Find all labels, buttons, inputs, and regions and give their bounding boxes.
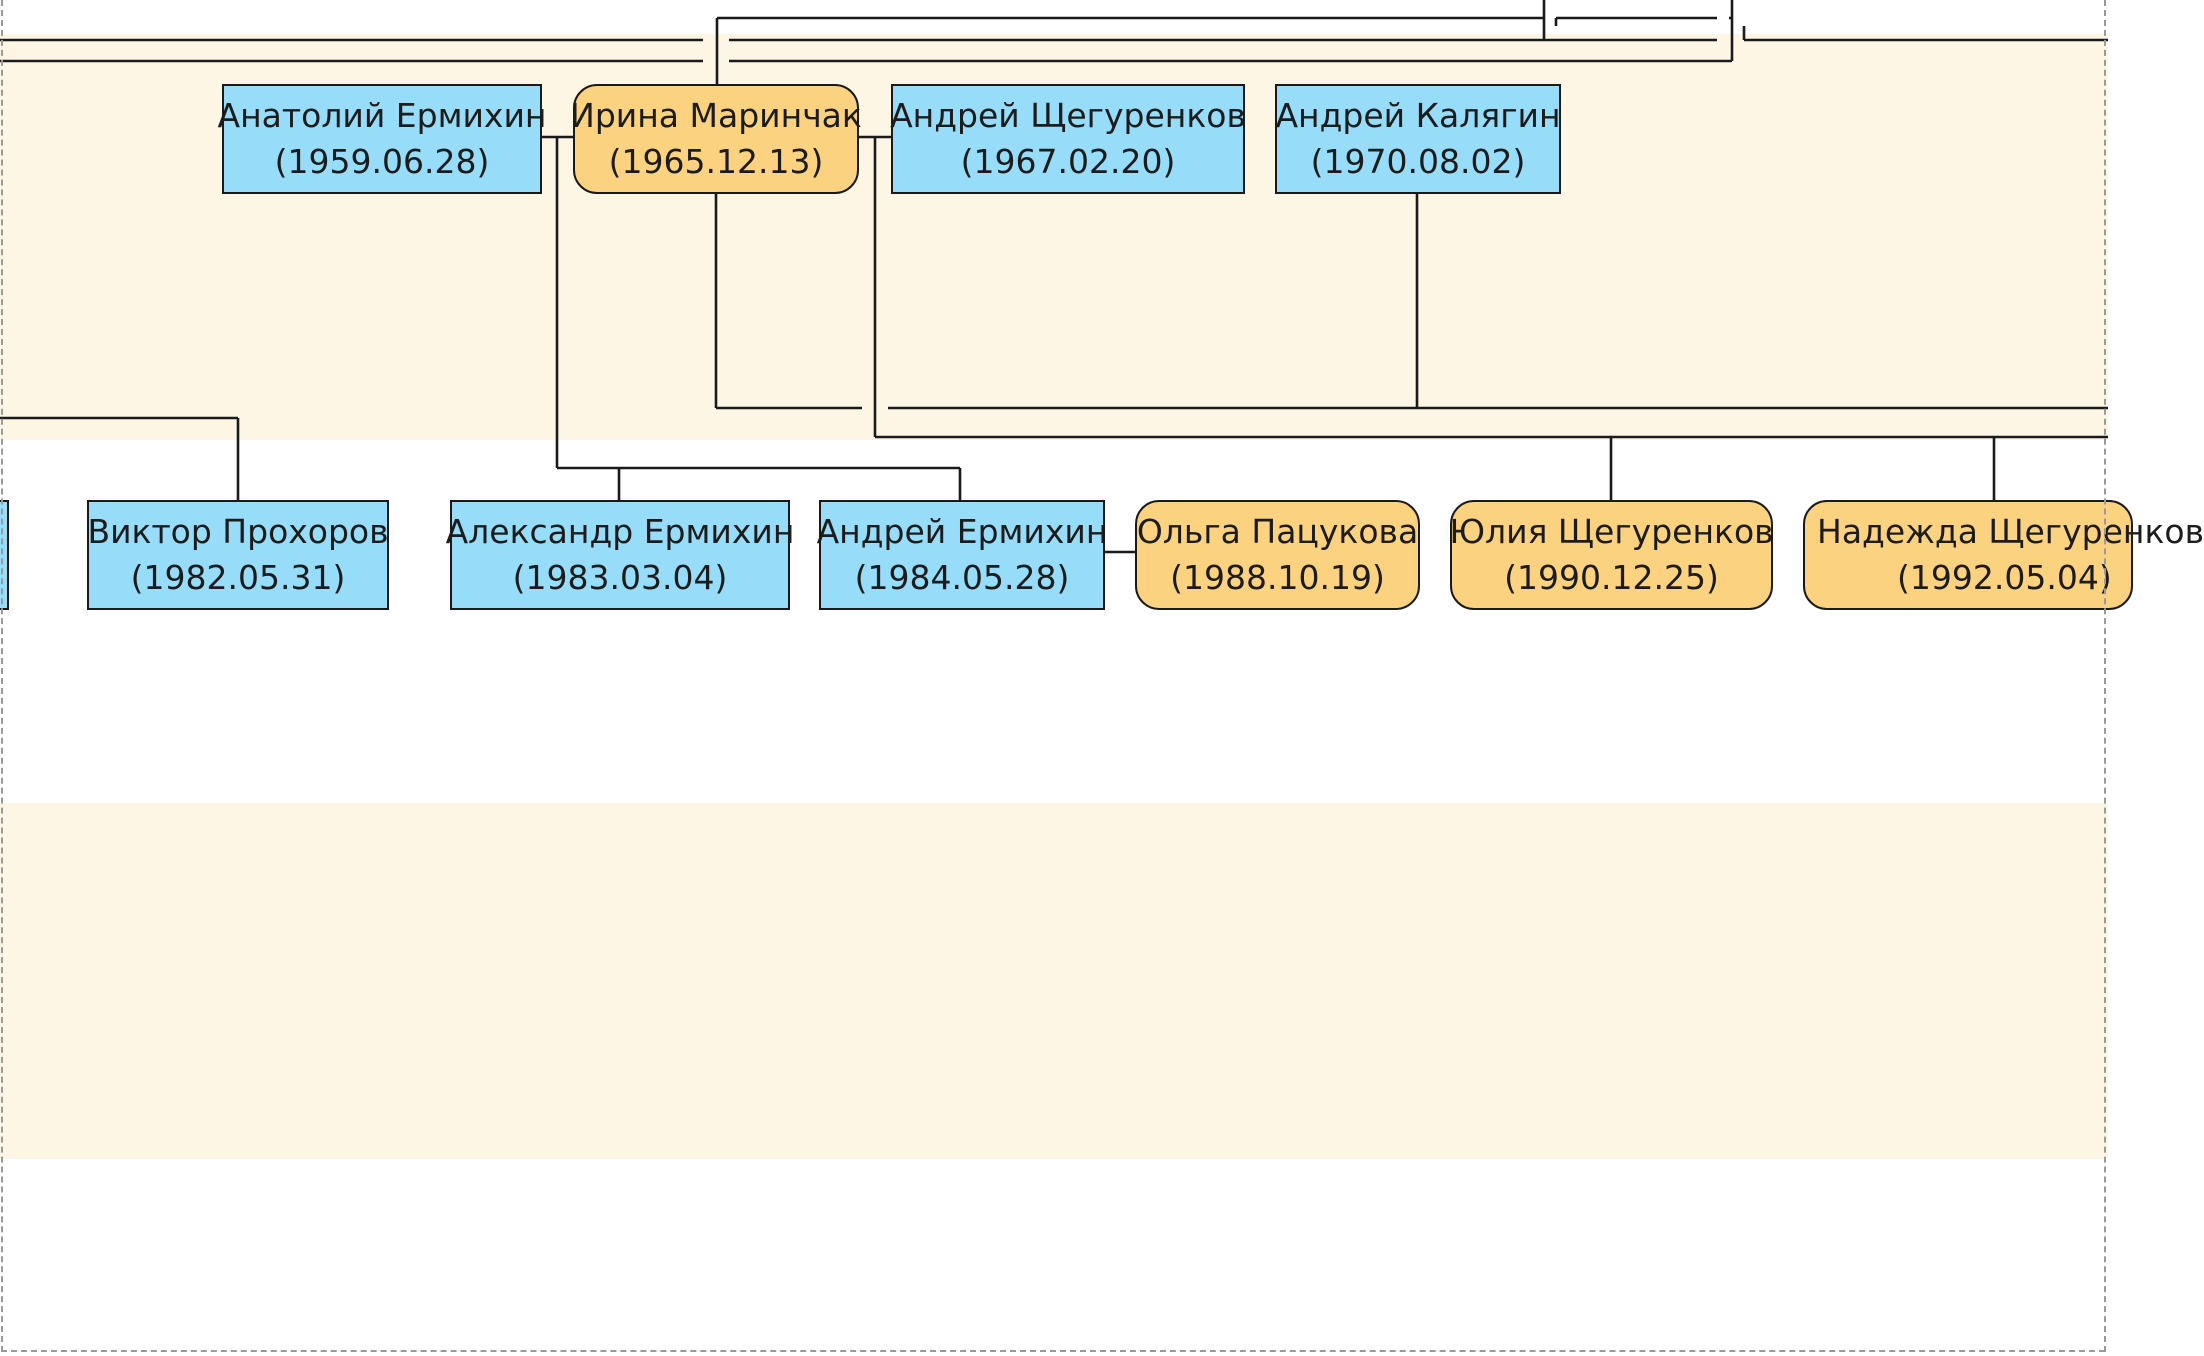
page-border	[2104, 0, 2106, 1352]
person-birth-date: (1965.12.13)	[608, 142, 824, 181]
person-card[interactable]: Виктор Прохоров (1982.05.31)	[87, 500, 389, 610]
person-card[interactable]: Юлия Щегуренков (1990.12.25)	[1449, 500, 1774, 610]
person-name: Андрей Калягин	[1275, 96, 1561, 135]
page-border	[1, 0, 2105, 1352]
person-name: Надежда Щегуренков	[1817, 512, 2204, 551]
person-birth-date: (1970.08.02)	[1310, 142, 1526, 181]
person-birth-date: (1990.12.25)	[1504, 558, 1719, 597]
person-birth-date: (1967.02.20)	[960, 142, 1176, 181]
person-card[interactable]: Надежда Щегуренков (1992.05.04)	[1803, 500, 2204, 610]
person-name: Юлия Щегуренков	[1449, 512, 1774, 551]
person-birth-date: (1992.05.04)	[1897, 558, 2112, 597]
person-card[interactable]: Александр Ермихин (1983.03.04)	[446, 500, 794, 610]
person-birth-date: (1983.03.04)	[512, 558, 728, 597]
generation-band	[0, 803, 2108, 1159]
person-name: Андрей Ермихин	[816, 512, 1108, 551]
person-card[interactable]: Анатолий Ермихин (1959.06.28)	[218, 84, 546, 194]
person-card[interactable]: Ирина Маринчак (1965.12.13)	[570, 84, 862, 194]
person-name: Ольга Пацукова	[1136, 512, 1419, 551]
person-birth-date: (1959.06.28)	[274, 142, 490, 181]
person-name: Ирина Маринчак	[570, 96, 862, 135]
person-birth-date: (1982.05.31)	[130, 558, 346, 597]
person-card-partial[interactable]	[0, 500, 9, 610]
person-name: Александр Ермихин	[445, 512, 795, 551]
person-card[interactable]: Андрей Калягин (1970.08.02)	[1275, 84, 1561, 194]
person-card[interactable]: Андрей Щегуренков (1967.02.20)	[890, 84, 1246, 194]
person-name: Андрей Щегуренков	[890, 96, 1246, 135]
person-name: Виктор Прохоров	[87, 512, 389, 551]
person-card[interactable]: Андрей Ермихин (1984.05.28)	[816, 500, 1108, 610]
connector-lines	[0, 0, 2108, 554]
person-card[interactable]: Ольга Пацукова (1988.10.19)	[1135, 500, 1420, 610]
person-birth-date: (1984.05.28)	[854, 558, 1070, 597]
person-birth-date: (1988.10.19)	[1170, 558, 1385, 597]
person-name: Анатолий Ермихин	[217, 96, 547, 135]
